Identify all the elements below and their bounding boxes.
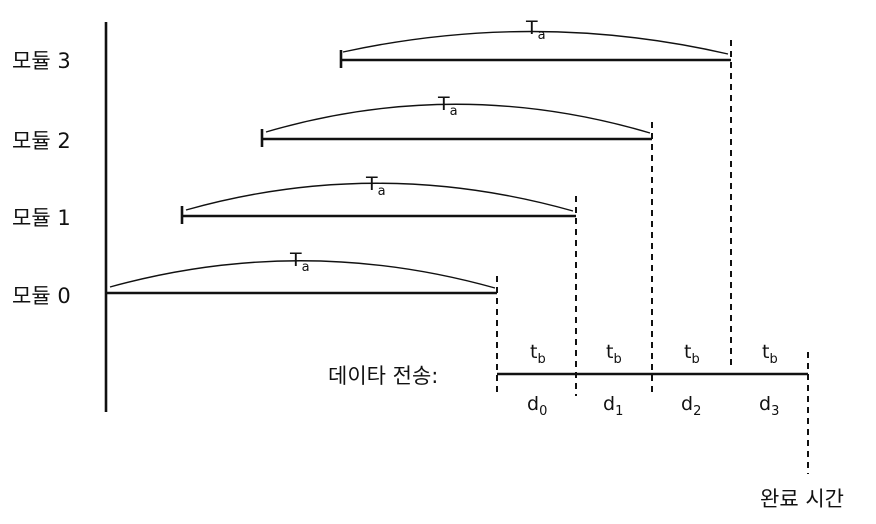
module-2-period-label: Ta [437, 93, 458, 119]
module-3-period-arc [342, 30, 729, 55]
data-item-3-label: d3 [759, 393, 779, 419]
module-1-label: 모듈 1 [12, 206, 71, 230]
transfer-slot-0-label: tb [530, 341, 546, 367]
transfer-slot-2-label: tb [684, 341, 700, 367]
module-3-period-label: Ta [525, 17, 546, 43]
module-0-label: 모듈 0 [12, 284, 71, 308]
transfer-slot-3-label: tb [762, 341, 778, 367]
module-2-period-arc [265, 103, 651, 134]
module-3-row: 모듈 3 Ta [12, 17, 732, 370]
data-transfer-row: 데이타 전송: tb tb tb tb d0 d1 d2 d3 [328, 341, 809, 474]
module-0-row: 모듈 0 Ta [12, 249, 498, 396]
data-item-0-label: d0 [527, 393, 547, 419]
module-2-row: 모듈 2 Ta [12, 93, 653, 396]
module-0-period-label: Ta [289, 249, 310, 275]
module-1-period-arc [185, 182, 574, 212]
module-1-period-label: Ta [365, 173, 386, 199]
module-2-label: 모듈 2 [12, 129, 71, 153]
transfer-slot-1-label: tb [606, 341, 622, 367]
data-item-1-label: d1 [603, 393, 623, 419]
data-transfer-label: 데이타 전송: [328, 364, 438, 388]
module-1-row: 모듈 1 Ta [12, 173, 577, 396]
module-3-label: 모듈 3 [12, 49, 71, 73]
completion-time-label: 완료 시간 [760, 487, 844, 511]
module-0-period-arc [109, 260, 496, 289]
data-item-2-label: d2 [681, 393, 701, 419]
